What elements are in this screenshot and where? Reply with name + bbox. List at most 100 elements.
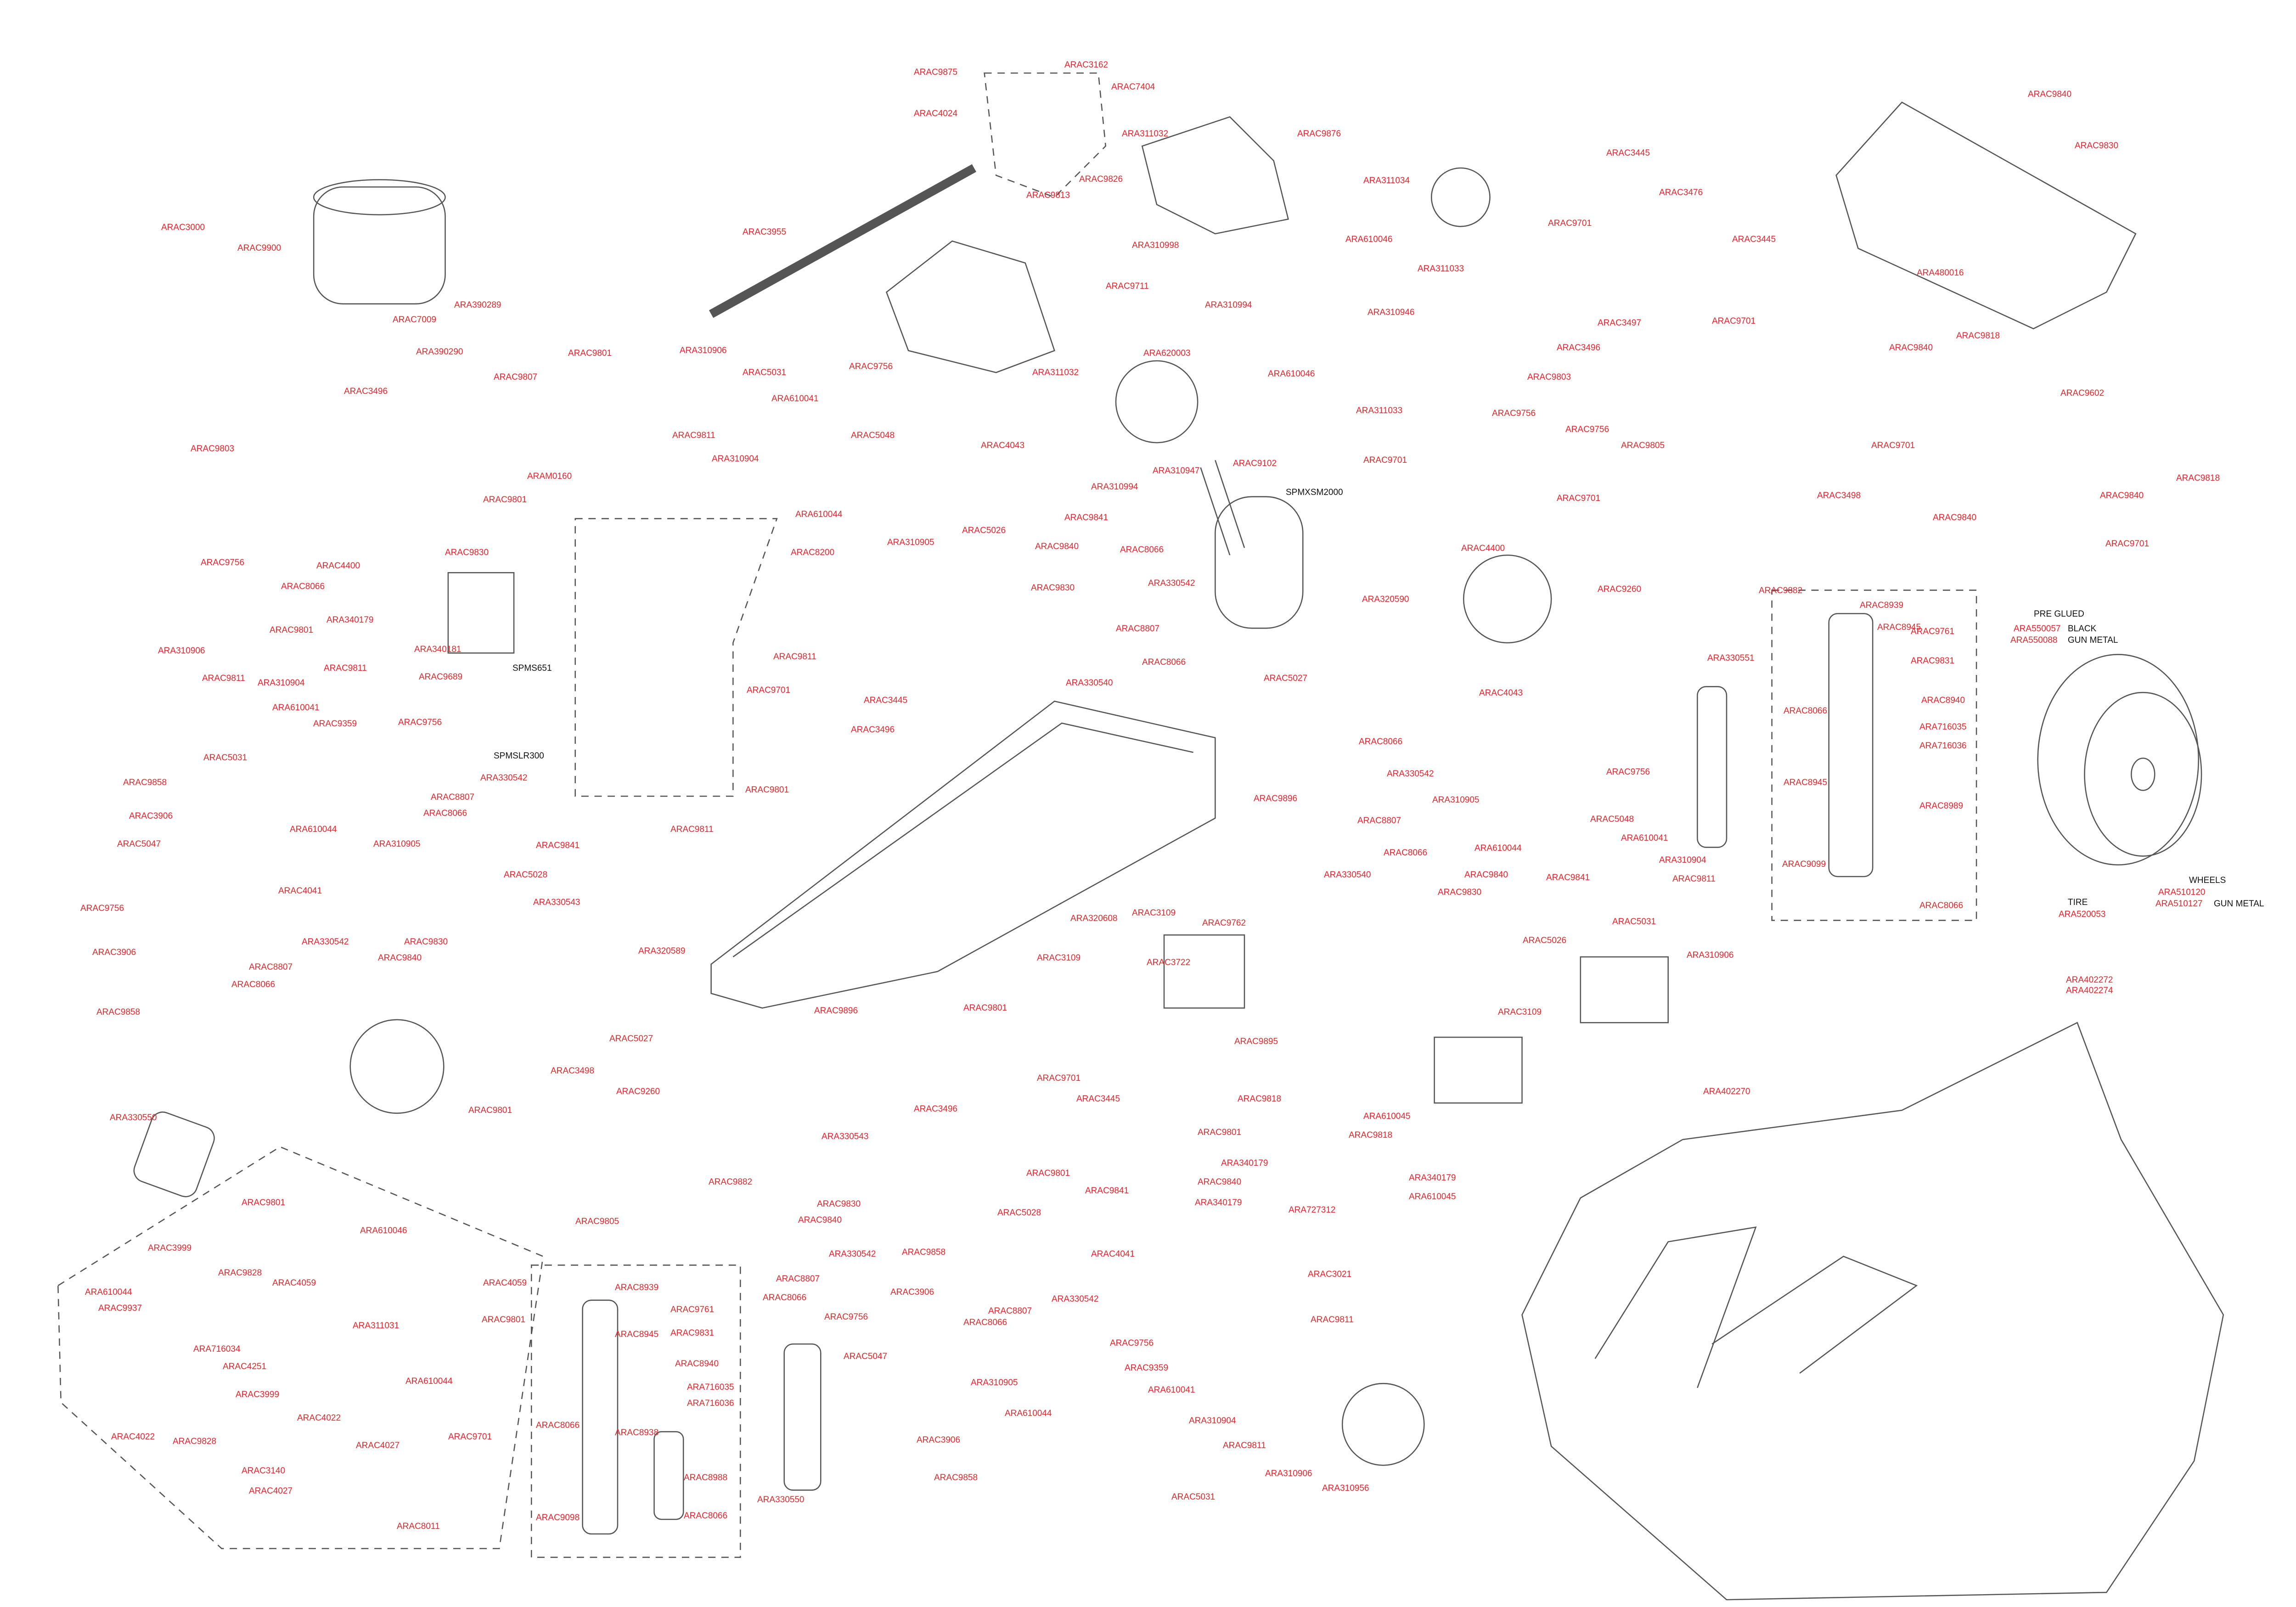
chassis-drawing bbox=[710, 700, 1216, 1009]
part-number-label: ARAC8807 bbox=[988, 1306, 1032, 1316]
part-number-label: ARAC3999 bbox=[236, 1390, 280, 1399]
part-number-label: ARAC9882 bbox=[1759, 586, 1803, 596]
part-number-label: ARAC3000 bbox=[161, 223, 205, 232]
part-number-label: ARA610044 bbox=[405, 1377, 453, 1386]
part-number-label: ARA610044 bbox=[290, 825, 337, 834]
caption-label: SPMSLR300 bbox=[494, 751, 544, 761]
part-number-label: ARA610046 bbox=[1268, 369, 1315, 379]
part-number-label: ARAC3496 bbox=[344, 387, 388, 396]
part-number-label: ARA520053 bbox=[2059, 910, 2106, 919]
part-number-label: ARA620003 bbox=[1143, 348, 1191, 358]
part-number-label: ARAC8939 bbox=[615, 1283, 659, 1292]
part-number-label: ARA310905 bbox=[373, 839, 421, 849]
part-number-label: ARA330542 bbox=[1052, 1294, 1099, 1304]
part-number-label: ARAC8066 bbox=[963, 1318, 1007, 1327]
part-number-label: ARAC9701 bbox=[747, 686, 791, 695]
rear-wing-drawing bbox=[1835, 101, 2137, 330]
part-number-label: ARAC9701 bbox=[448, 1432, 492, 1442]
part-number-label: ARA480016 bbox=[1917, 268, 1964, 278]
part-number-label: ARA340181 bbox=[414, 645, 461, 654]
part-number-label: ARAC3496 bbox=[851, 725, 895, 735]
part-number-label: ARAC8807 bbox=[1357, 816, 1401, 826]
part-number-label: ARAC9818 bbox=[1349, 1130, 1393, 1140]
part-number-label: ARAC5031 bbox=[203, 753, 248, 763]
part-number-label: ARA310994 bbox=[1091, 482, 1138, 492]
part-number-label: ARAC9803 bbox=[191, 444, 235, 454]
part-number-label: ARAC9813 bbox=[1026, 191, 1070, 200]
part-number-label: ARAC5027 bbox=[609, 1034, 653, 1044]
part-number-label: ARAC9811 bbox=[1223, 1441, 1266, 1450]
part-number-label: ARAC5031 bbox=[1612, 917, 1656, 927]
part-number-label: ARA311033 bbox=[1356, 406, 1403, 416]
diff-group-outline bbox=[57, 1146, 544, 1549]
part-number-label: ARAC4027 bbox=[249, 1486, 293, 1496]
part-number-label: ARAC9830 bbox=[1438, 888, 1482, 897]
part-number-label: ARAC8011 bbox=[397, 1522, 440, 1531]
part-number-label: ARAC5048 bbox=[851, 431, 895, 440]
part-number-label: ARAC5031 bbox=[1171, 1492, 1216, 1502]
caption-label: TIRE bbox=[2068, 898, 2088, 907]
part-number-label: ARA310905 bbox=[1432, 795, 1480, 805]
part-number-label: ARAC8066 bbox=[1784, 706, 1828, 716]
part-number-label: ARA610041 bbox=[1148, 1385, 1195, 1395]
part-number-label: ARAC8938 bbox=[615, 1428, 659, 1438]
part-number-label: ARAC5028 bbox=[997, 1208, 1041, 1218]
part-number-label: ARAC3722 bbox=[1147, 958, 1191, 967]
part-number-label: ARAC9811 bbox=[202, 674, 245, 683]
part-number-label: ARAC9805 bbox=[1621, 441, 1665, 450]
part-number-label: ARA610045 bbox=[1409, 1192, 1456, 1202]
part-number-label: ARA510127 bbox=[2155, 899, 2203, 909]
part-number-label: ARA311031 bbox=[353, 1321, 400, 1331]
part-number-label: ARAC3496 bbox=[1557, 343, 1601, 353]
part-number-label: ARAC8807 bbox=[1116, 624, 1160, 634]
part-number-label: ARAC4024 bbox=[914, 109, 958, 118]
part-number-label: ARA330542 bbox=[480, 773, 528, 783]
part-number-label: ARAC9900 bbox=[237, 243, 281, 253]
part-number-label: ARAC8066 bbox=[1359, 737, 1403, 747]
part-number-label: ARAC9811 bbox=[773, 652, 816, 662]
part-number-label: ARA402270 bbox=[1703, 1087, 1750, 1096]
part-number-label: ARAC3162 bbox=[1064, 60, 1109, 70]
part-number-label: ARA550088 bbox=[2010, 635, 2058, 645]
part-number-label: ARAC3906 bbox=[129, 811, 173, 821]
part-number-label: ARAC9756 bbox=[80, 904, 124, 913]
part-number-label: ARAC9689 bbox=[419, 672, 463, 682]
part-number-label: ARAC9756 bbox=[849, 362, 893, 371]
wheel-drawing bbox=[2037, 654, 2202, 865]
part-number-label: ARAC3496 bbox=[914, 1104, 958, 1114]
part-number-label: ARAC3498 bbox=[551, 1066, 595, 1076]
part-number-label: ARA330540 bbox=[1324, 870, 1371, 880]
part-number-label: ARAC9701 bbox=[1712, 316, 1756, 326]
part-number-label: ARA310906 bbox=[158, 646, 205, 656]
part-number-label: ARAC5026 bbox=[962, 526, 1006, 535]
heatsink-drawing bbox=[313, 179, 446, 305]
part-number-label: ARA727312 bbox=[1289, 1205, 1336, 1215]
part-number-label: ARA311034 bbox=[1363, 176, 1410, 185]
part-number-label: ARAC5047 bbox=[844, 1352, 888, 1361]
motor-drawing bbox=[1200, 460, 1304, 629]
part-number-label: ARAC9756 bbox=[398, 718, 442, 727]
part-number-label: ARA310906 bbox=[1265, 1469, 1312, 1478]
part-number-label: ARAC9818 bbox=[2176, 473, 2220, 483]
part-number-label: ARA330543 bbox=[533, 898, 580, 907]
part-number-label: ARAC9840 bbox=[1889, 343, 1933, 353]
servo-drawing bbox=[447, 572, 515, 654]
part-number-label: ARAC4041 bbox=[1091, 1249, 1135, 1259]
part-number-label: ARAC9840 bbox=[2100, 491, 2144, 500]
part-number-label: ARAC9801 bbox=[242, 1198, 286, 1208]
part-number-label: ARA402274 bbox=[2066, 986, 2113, 995]
part-number-label: ARA311033 bbox=[1418, 264, 1464, 274]
part-number-label: ARAC9801 bbox=[963, 1003, 1007, 1013]
front-shock-group-outline bbox=[1771, 590, 1977, 921]
part-number-label: ARA716036 bbox=[687, 1399, 734, 1408]
part-number-label: ARA340179 bbox=[1195, 1198, 1242, 1208]
part-number-label: ARAC4043 bbox=[1479, 688, 1523, 698]
part-number-label: ARAC9756 bbox=[201, 558, 245, 568]
part-number-label: ARA716035 bbox=[1919, 722, 1967, 732]
part-number-label: ARA310956 bbox=[1322, 1483, 1369, 1493]
part-number-label: ARAC9840 bbox=[1464, 870, 1508, 880]
part-number-label: ARAC9841 bbox=[536, 841, 580, 850]
part-number-label: ARAC9830 bbox=[1031, 583, 1075, 593]
part-number-label: ARA610041 bbox=[1621, 833, 1668, 843]
